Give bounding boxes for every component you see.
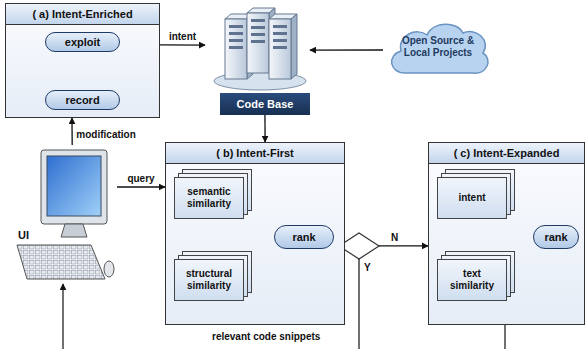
stacked-sheet: text similarity bbox=[437, 259, 507, 301]
mouse bbox=[104, 261, 114, 277]
server-slot bbox=[273, 46, 287, 49]
server-node: Code Base bbox=[205, 5, 310, 115]
connector bbox=[117, 186, 165, 187]
connector bbox=[310, 49, 383, 50]
annotation-label: Y bbox=[364, 262, 371, 273]
server-slot bbox=[251, 33, 265, 36]
stack-label: structural similarity bbox=[177, 268, 241, 292]
feedback-line bbox=[358, 259, 359, 349]
feedback-line bbox=[62, 284, 63, 349]
server-slot bbox=[229, 25, 243, 28]
panel-title: ( c) Intent-Expanded bbox=[454, 147, 560, 159]
stack-label: semantic similarity bbox=[177, 186, 241, 210]
cloud-node: Open Source & Local Projects bbox=[383, 15, 493, 85]
panel-header: ( b) Intent-First bbox=[166, 143, 344, 164]
stack-node: text similarity bbox=[437, 251, 517, 301]
ui-node: UI bbox=[5, 145, 117, 295]
panel-box: ( a) Intent-Enriched exploit record bbox=[5, 3, 160, 118]
panel-box: ( c) Intent-Expanded intent text similarit… bbox=[428, 142, 585, 325]
connector bbox=[160, 44, 205, 45]
monitor-stand bbox=[61, 224, 87, 237]
stacked-sheet: semantic similarity bbox=[174, 177, 244, 219]
server-slot bbox=[229, 46, 243, 49]
oval-label: exploit bbox=[65, 36, 100, 48]
server-slot bbox=[273, 39, 287, 42]
server-slot bbox=[251, 40, 265, 43]
server-slot bbox=[229, 32, 243, 35]
stack-node: structural similarity bbox=[174, 251, 254, 301]
stacked-sheet: intent bbox=[437, 177, 507, 219]
band-label: Code Base bbox=[237, 98, 294, 110]
decision-diamond bbox=[339, 233, 379, 259]
keyboard bbox=[17, 245, 105, 279]
panel-title: ( a) Intent-Enriched bbox=[32, 8, 132, 20]
panel-header: ( a) Intent-Enriched bbox=[6, 4, 159, 25]
screen bbox=[47, 156, 101, 216]
server-slot bbox=[273, 32, 287, 35]
monitor bbox=[41, 150, 107, 224]
cloud-label: Open Source & Local Projects bbox=[397, 35, 479, 59]
stack-label: intent bbox=[458, 192, 485, 204]
server-front bbox=[247, 13, 269, 73]
server-front bbox=[269, 19, 291, 79]
edge-label: query bbox=[125, 173, 156, 184]
oval-node: exploit bbox=[45, 32, 120, 52]
edge-label: modification bbox=[74, 128, 137, 139]
panel-box: ( b) Intent-First semantic similarity stru… bbox=[165, 142, 345, 325]
computer-icon bbox=[5, 145, 117, 295]
panel-title: ( b) Intent-First bbox=[216, 147, 294, 159]
connector bbox=[71, 118, 73, 145]
oval-node: record bbox=[45, 90, 120, 110]
annotation-label: relevant code snippets bbox=[212, 331, 320, 342]
server-slot bbox=[251, 26, 265, 29]
connector bbox=[264, 115, 265, 142]
stack-label: text similarity bbox=[440, 268, 504, 292]
server-slot bbox=[273, 25, 287, 28]
edge-label: intent bbox=[167, 31, 198, 42]
edge-label: N bbox=[389, 231, 400, 242]
oval-node: rank bbox=[274, 225, 334, 249]
server-slot bbox=[251, 19, 265, 22]
server-front bbox=[225, 19, 247, 79]
oval-label: record bbox=[65, 94, 99, 106]
server-slot bbox=[229, 39, 243, 42]
ui-label: UI bbox=[18, 229, 29, 241]
oval-label: rank bbox=[544, 231, 567, 243]
label-band: Code Base bbox=[220, 93, 310, 115]
oval-node: rank bbox=[533, 225, 579, 249]
feedback-line bbox=[504, 325, 505, 349]
stack-node: semantic similarity bbox=[174, 169, 254, 219]
server-side bbox=[291, 14, 297, 79]
panel-header: ( c) Intent-Expanded bbox=[429, 143, 584, 164]
oval-label: rank bbox=[292, 231, 315, 243]
server-icon bbox=[205, 5, 310, 93]
stacked-sheet: structural similarity bbox=[174, 259, 244, 301]
stack-node: intent bbox=[437, 169, 517, 219]
